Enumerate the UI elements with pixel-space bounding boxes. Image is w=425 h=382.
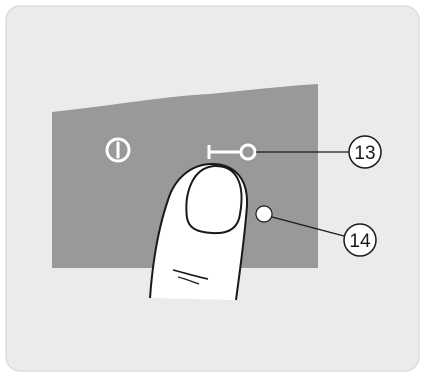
- callout-14: 14: [344, 224, 376, 256]
- fingernail: [186, 166, 241, 233]
- callout-label: 14: [349, 231, 371, 252]
- callout-label: 13: [354, 143, 375, 164]
- callout-13: 13: [349, 136, 381, 168]
- indicator-light: [256, 206, 272, 222]
